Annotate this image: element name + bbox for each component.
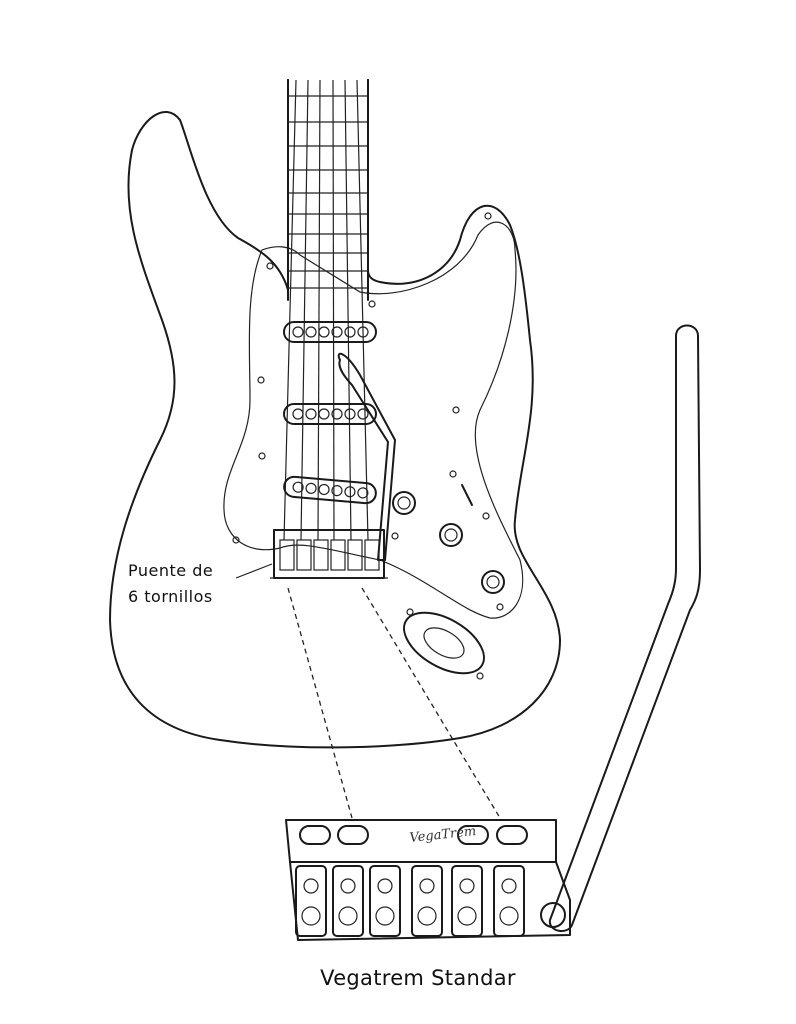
vegatrem-logo: VegaTrem: [409, 824, 477, 846]
volume-knob: [392, 491, 416, 515]
bridge-label: Puente de 6 tornillos: [128, 558, 213, 610]
mounting-slots: [299, 825, 528, 845]
guitar-tremolo-arm: [337, 352, 396, 561]
guitar-bridge: [270, 529, 388, 579]
connector-line-left: [287, 587, 353, 819]
bridge-pickup: [283, 475, 377, 505]
pickguard-screws: [232, 212, 504, 611]
middle-pickup: [283, 403, 377, 425]
bridge-label-line-1: Puente de: [128, 561, 214, 580]
tone-knob-1: [439, 523, 463, 547]
caption: Vegatrem Standar: [320, 966, 516, 990]
tone-knob-2: [481, 570, 505, 594]
connector-line-right: [361, 587, 501, 819]
vegatrem-arm: [548, 324, 701, 932]
pickguard: [223, 221, 524, 619]
bridge-label-line-2: 6 tornillos: [128, 587, 213, 606]
pickup-selector: [449, 470, 490, 520]
output-jack: [403, 608, 485, 680]
label-pointer-line: [235, 563, 273, 579]
guitar-neck: [283, 79, 369, 541]
neck-pickup: [283, 321, 377, 343]
vegatrem-bridge: VegaTrem: [285, 819, 571, 941]
saddles: [295, 865, 525, 937]
guitar-body: [109, 79, 561, 749]
